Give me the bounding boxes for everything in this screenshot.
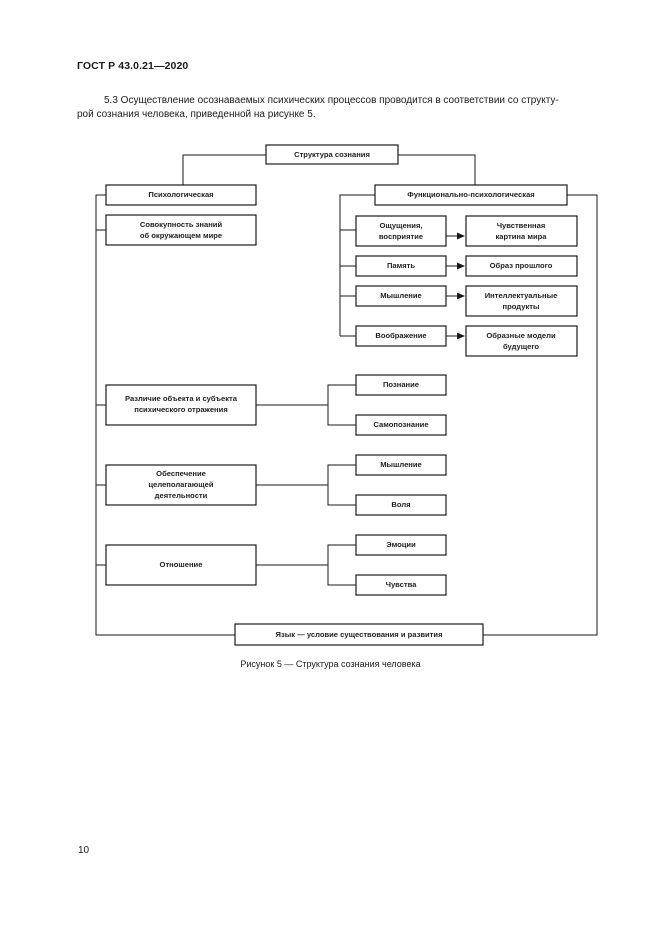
result-label-sensory-1: Чувственная [497, 221, 546, 230]
item-node-thinking: Мышление [355, 454, 447, 476]
group-node-object-subject: Различие объекта и субъекта психического… [105, 384, 257, 426]
functional-label: Функционально-психологическая [407, 190, 535, 199]
psychological-label: Психологическая [148, 190, 213, 199]
item-node-self-cognition: Самопознание [355, 414, 447, 436]
function-label-perception-2: восприятие [379, 232, 423, 241]
functional-node: Функционально-психологическая [374, 184, 568, 206]
item-node-cognition: Познание [355, 374, 447, 396]
result-label-future-2: будущего [503, 342, 539, 351]
result-label-intellectual-2: продукты [503, 302, 540, 311]
result-node-image-of-past: Образ прошлого [465, 255, 578, 277]
group-3-line-1: Отношение [160, 560, 203, 569]
group-node-goal-activity: Обеспечение целеполагающей деятельности [105, 464, 257, 506]
function-label-memory: Память [387, 261, 415, 270]
item-label-self-cognition: Самопознание [373, 420, 428, 429]
item-label-cognition: Познание [383, 380, 419, 389]
knowledge-node: Совокупность знаний об окружающем мире [105, 214, 257, 246]
language-label: Язык — условие существования и развития [276, 630, 443, 639]
result-node-future-models: Образные модели будущего [465, 325, 578, 357]
document-header: ГОСТ Р 43.0.21—2020 [77, 60, 189, 72]
item-node-will: Воля [355, 494, 447, 516]
item-label-feelings: Чувства [386, 580, 418, 589]
function-label-thinking: Мышление [380, 291, 422, 300]
figure-caption: Рисунок 5 — Структура сознания человека [240, 659, 421, 669]
group-1-line-2: психического отражения [134, 405, 228, 414]
item-node-emotions: Эмоции [355, 534, 447, 556]
group-2-line-2: целеполагающей [148, 480, 213, 489]
page-number: 10 [78, 845, 90, 856]
result-label-sensory-2: картина мира [495, 232, 547, 241]
result-label-past: Образ прошлого [490, 261, 553, 270]
psychological-node: Психологическая [105, 184, 257, 206]
group-node-attitude: Отношение [105, 544, 257, 586]
connector-lines [95, 154, 598, 636]
paragraph-line-1: 5.3 Осуществление осознаваемых психическ… [104, 95, 559, 106]
result-label-intellectual-1: Интеллектуальные [485, 291, 558, 300]
language-node: Язык — условие существования и развития [234, 623, 484, 646]
paragraph-line-2: рой сознания человека, приведенной на ри… [77, 108, 316, 120]
root-node: Структура сознания [265, 144, 399, 165]
result-label-future-1: Образные модели [486, 331, 556, 340]
group-2-line-1: Обеспечение [156, 469, 206, 478]
item-label-thinking: Мышление [380, 460, 422, 469]
group-1-line-1: Различие объекта и субъекта [125, 394, 238, 403]
function-node-thinking: Мышление [355, 285, 447, 307]
item-label-emotions: Эмоции [386, 540, 416, 549]
paragraph-5-3: 5.3 Осуществление осознаваемых психическ… [77, 94, 609, 121]
item-node-feelings: Чувства [355, 574, 447, 596]
result-node-sensory-picture: Чувственная картина мира [465, 215, 578, 247]
root-label: Структура сознания [294, 150, 370, 159]
group-2-line-3: деятельности [155, 491, 208, 500]
result-node-intellectual-products: Интеллектуальные продукты [465, 285, 578, 317]
function-label-perception-1: Ощущения, [380, 221, 423, 230]
function-node-perception: Ощущения, восприятие [355, 215, 447, 247]
function-node-memory: Память [355, 255, 447, 277]
knowledge-line-1: Совокупность знаний [140, 220, 223, 229]
function-node-imagination: Воображение [355, 325, 447, 347]
item-label-will: Воля [391, 500, 410, 509]
function-label-imagination: Воображение [375, 331, 426, 340]
knowledge-line-2: об окружающем мире [140, 231, 222, 240]
